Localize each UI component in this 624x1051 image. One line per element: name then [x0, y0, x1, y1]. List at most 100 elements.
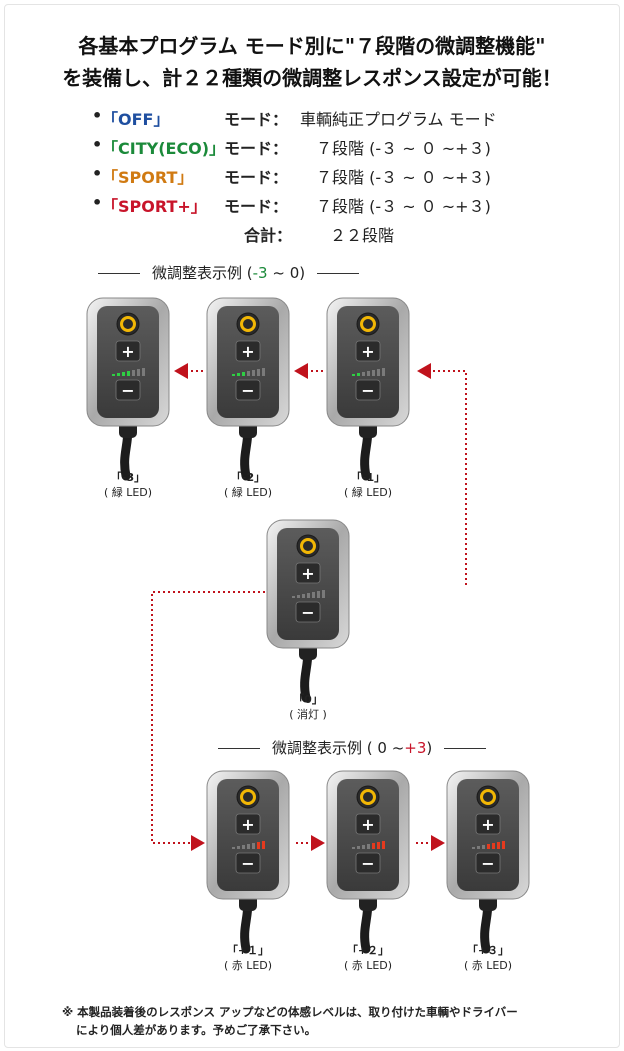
- minus-icon: −: [301, 603, 314, 622]
- led-segment: [372, 370, 375, 376]
- led-segment: [117, 373, 120, 376]
- led-segment: [137, 369, 140, 376]
- mode-label: モード：: [224, 139, 289, 158]
- example-plus-title: 微調整表示例 ( 0 ~+3): [218, 737, 498, 758]
- led-segment: [262, 368, 265, 376]
- pedal-box-device: +−: [206, 770, 290, 954]
- led-segment: [472, 847, 475, 849]
- led-segment: [367, 844, 370, 849]
- pedal-box-device: +−: [446, 770, 530, 954]
- minus-icon: −: [241, 381, 254, 400]
- led-segment: [132, 370, 135, 376]
- minus-button: [355, 852, 381, 874]
- minus-button: [235, 852, 261, 874]
- mode-label: モード：: [224, 110, 289, 129]
- device-face: [337, 306, 399, 418]
- example-minus-prefix: 微調整表示例 (: [152, 264, 253, 282]
- example-minus-suffix: ~ 0): [267, 264, 306, 282]
- led-segment: [487, 844, 490, 849]
- total-label: 合計：: [244, 226, 293, 245]
- device-face: [277, 528, 339, 640]
- device-led-color: ( 消灯 ): [289, 708, 327, 721]
- led-segment: [492, 843, 495, 849]
- disclaimer-note: ※ 本製品装着後のレスポンス アップなどの体感レベルは、取り付けた車輌やドライバ…: [62, 1003, 518, 1039]
- minus-icon: −: [361, 854, 374, 873]
- device-face: [97, 306, 159, 418]
- device-led-color: ( 赤 LED): [343, 959, 393, 972]
- arrow-to-minus-1: [417, 363, 467, 585]
- device-face: [217, 779, 279, 891]
- led-segment: [242, 845, 245, 849]
- headline-line-2: を装備し、計２２種類の微調整レスポンス設定が可能！: [62, 66, 562, 90]
- device-level-label: 「-3」: [110, 471, 146, 484]
- device-face: [337, 779, 399, 891]
- led-segment: [242, 372, 245, 376]
- led-segment: [237, 846, 240, 849]
- mode-name-off: 「OFF」: [102, 110, 170, 129]
- bullet: •: [92, 164, 103, 183]
- example-minus-title: 微調整表示例 (-3 ~ 0): [98, 262, 371, 283]
- minus-icon: −: [481, 854, 494, 873]
- led-segment: [482, 845, 485, 849]
- minus-button: [295, 601, 321, 623]
- led-segment: [312, 592, 315, 598]
- device-led-color: ( 緑 LED): [103, 486, 153, 499]
- mode-button-ring: [300, 538, 316, 554]
- plus-button: [295, 562, 321, 584]
- device-caption: 「+２」( 赤 LED): [318, 943, 418, 973]
- led-segment: [122, 372, 125, 376]
- mode-button-ring: [240, 789, 256, 805]
- device-caption: 「-2」( 緑 LED): [198, 470, 298, 500]
- arrow-to-plus-1: [151, 591, 265, 851]
- led-segment: [112, 374, 115, 376]
- device-group: +−+−+−+−+−+−+−: [86, 297, 530, 954]
- led-segment: [322, 590, 325, 598]
- led-segment: [257, 369, 260, 376]
- minus-button: [475, 852, 501, 874]
- led-segment: [377, 369, 380, 376]
- led-segment: [352, 847, 355, 849]
- led-segment: [362, 372, 365, 376]
- led-segment: [352, 374, 355, 376]
- mode-desc-city: ７段階 (-３ ~ ０ ~+３): [300, 139, 491, 158]
- led-segment: [297, 595, 300, 598]
- led-segment: [357, 846, 360, 849]
- connector-arrows: [151, 363, 467, 851]
- note-line-2: により個人差があります。予めご了承下さい。: [76, 1023, 317, 1037]
- led-segment: [382, 368, 385, 376]
- plus-icon: +: [241, 815, 254, 834]
- pedal-box-device: +−: [326, 297, 410, 481]
- mode-button-ring: [360, 789, 376, 805]
- mode-button-ring: [480, 789, 496, 805]
- mode-button-ring: [240, 316, 256, 332]
- headline-line-1: 各基本プログラム モード別に"７段階の微調整機能": [78, 34, 546, 58]
- minus-icon: −: [121, 381, 134, 400]
- led-segment: [357, 373, 360, 376]
- device-caption: 「+１」 ( 赤 LED): [198, 943, 298, 973]
- led-segment: [367, 371, 370, 376]
- mode-label: モード：: [224, 168, 289, 187]
- example-plus-highlight: +3: [404, 739, 427, 757]
- plus-icon: +: [121, 342, 134, 361]
- device-led-color: ( 赤 LED): [223, 959, 273, 972]
- led-segment: [237, 373, 240, 376]
- mode-button-ring: [360, 316, 376, 332]
- total-value: ２２段階: [330, 226, 395, 245]
- minus-button: [115, 379, 141, 401]
- minus-icon: −: [241, 854, 254, 873]
- mode-desc-sport: ７段階 (-３ ~ ０ ~+３): [300, 168, 491, 187]
- mode-desc-off: 車輌純正プログラム モード: [300, 110, 497, 129]
- device-face: [217, 306, 279, 418]
- mode-desc-sport-plus: ７段階 (-３ ~ ０ ~+３): [300, 197, 491, 216]
- plus-button: [235, 813, 261, 835]
- led-segment: [262, 841, 265, 849]
- led-segment: [302, 594, 305, 598]
- device-face: [457, 779, 519, 891]
- example-plus-prefix: 微調整表示例 ( 0 ~: [272, 739, 405, 757]
- device-caption: 「0」( 消灯 ): [258, 692, 358, 722]
- device-level-label: 「+１」: [226, 944, 270, 957]
- led-segment: [232, 374, 235, 376]
- led-segment: [252, 370, 255, 376]
- minus-button: [235, 379, 261, 401]
